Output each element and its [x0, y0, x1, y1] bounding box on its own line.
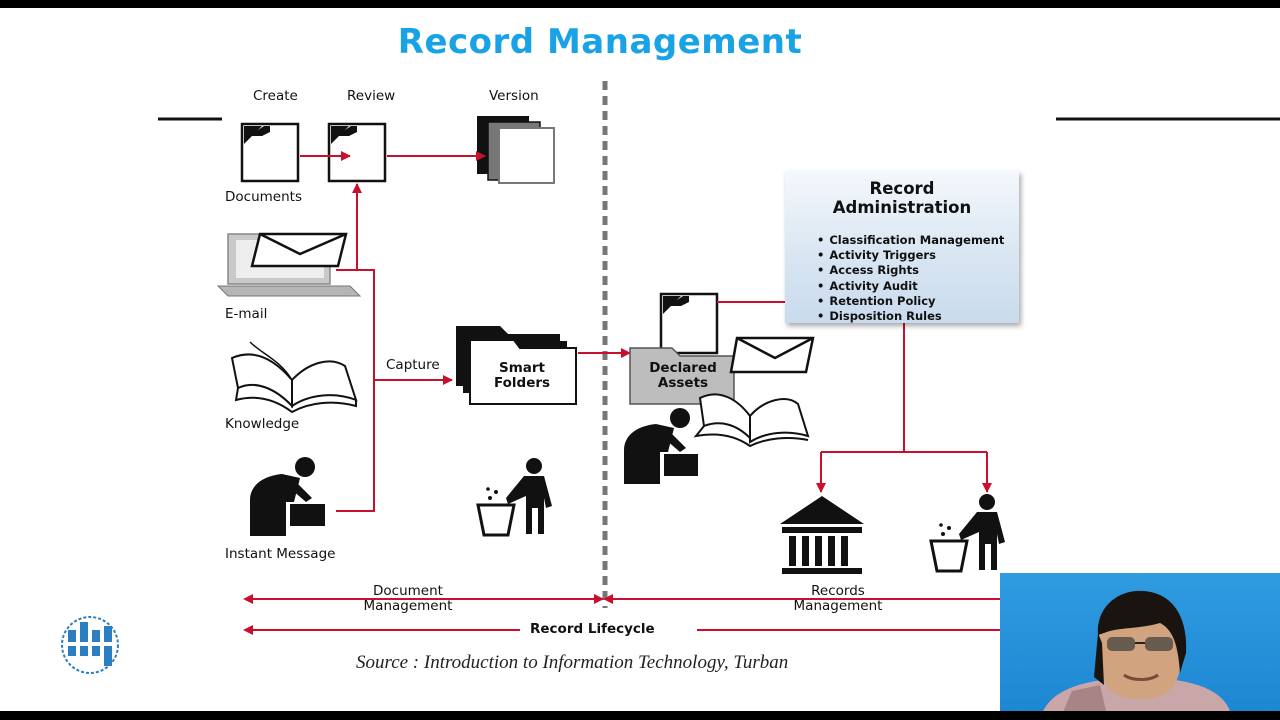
building-archive-icon	[780, 496, 864, 574]
source-caption: Source : Introduction to Information Tec…	[356, 652, 789, 673]
list-item: Retention Policy	[817, 294, 1004, 309]
document-management-label: Document Management	[363, 583, 453, 614]
label-instant-message: Instant Message	[225, 546, 336, 562]
document-icon	[240, 122, 300, 183]
trash-person-right-icon	[929, 494, 1005, 573]
folder-icon	[456, 326, 577, 405]
record-lifecycle-label: Record Lifecycle	[530, 621, 655, 637]
label-email: E-mail	[225, 306, 268, 322]
label-documents: Documents	[225, 189, 302, 205]
open-book-icon	[230, 341, 358, 414]
list-item: Classification Management	[817, 233, 1004, 248]
smart-folders-label: Smart Folders	[493, 360, 551, 391]
record-administration-box: Record Administration Classification Man…	[785, 171, 1019, 323]
trash-person-icon	[476, 458, 552, 537]
logo-icon	[61, 616, 119, 674]
declared-document-icon	[659, 292, 719, 355]
review-document-icon	[327, 122, 387, 183]
list-item: Activity Audit	[817, 279, 1004, 294]
diagram-canvas	[61, 81, 1280, 674]
list-item: Access Rights	[817, 263, 1004, 278]
label-knowledge: Knowledge	[225, 416, 300, 432]
label-create: Create	[253, 88, 298, 104]
slide: Record Management	[0, 8, 1280, 711]
record-administration-title: Record Administration	[832, 179, 972, 217]
list-item: Activity Triggers	[817, 248, 1004, 263]
declared-email-icon	[729, 336, 815, 374]
webcam-overlay	[1000, 573, 1280, 711]
label-review: Review	[347, 88, 396, 104]
label-capture: Capture	[386, 357, 440, 373]
administration-list: Classification Management Activity Trigg…	[817, 233, 1004, 324]
presenter-figure	[1043, 590, 1230, 711]
version-documents-icon	[477, 116, 555, 184]
person-depositing-icon	[250, 457, 325, 536]
page-title: Record Management	[397, 22, 803, 62]
list-item: Disposition Rules	[817, 309, 1004, 324]
laptop-email-icon	[216, 232, 362, 297]
label-version: Version	[489, 88, 539, 104]
declared-person-icon	[624, 408, 698, 484]
declared-book-icon	[693, 393, 810, 448]
records-management-label: Records Management	[793, 583, 883, 614]
declared-assets-label: Declared Assets	[649, 360, 717, 391]
